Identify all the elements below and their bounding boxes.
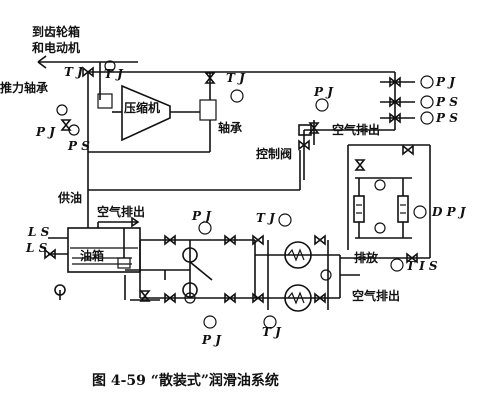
tag-tj-bottom: T J xyxy=(262,325,282,339)
filters xyxy=(353,178,409,238)
instrument-circles xyxy=(56,60,434,329)
figure-caption: 图 4-59 “散装式”润滑油系统 xyxy=(92,372,279,389)
label-oil-tank: 油箱 xyxy=(80,248,104,263)
label-bearing: 轴承 xyxy=(218,120,242,135)
tag-ps-left: P S xyxy=(67,139,90,153)
label-drain: 排放 xyxy=(354,250,379,265)
tag-pj-pump: P J xyxy=(191,209,212,223)
control-valve xyxy=(298,124,312,151)
valves xyxy=(44,66,418,304)
tag-ps-right-2: P S xyxy=(435,111,458,125)
label-compressor: 压缩机 xyxy=(124,100,160,115)
tag-tj-cooler: T J xyxy=(256,211,276,225)
tag-pj-top: P J xyxy=(313,85,334,99)
label-control-valve: 控制阀 xyxy=(256,146,292,161)
level-switches xyxy=(48,237,68,255)
label-air-vent-bottom: 空气排出 xyxy=(352,288,400,303)
instrument-tags: T J T J T J P J P J P S P J P S P S L S … xyxy=(25,65,467,347)
tag-ls-1: L S xyxy=(27,225,50,239)
coolers xyxy=(284,241,312,312)
label-to-gearbox-motor-2: 和电动机 xyxy=(31,40,80,55)
tag-pj-bottom: P J xyxy=(201,333,222,347)
oil-tank xyxy=(54,216,141,296)
label-air-vent-top: 空气排出 xyxy=(332,122,380,137)
tag-ls-2: L S xyxy=(25,241,48,255)
label-thrust-bearing: 推力轴承 xyxy=(0,80,48,95)
tag-dpj: D P J xyxy=(431,205,467,219)
compressor xyxy=(97,84,217,142)
tag-tj-2: T J xyxy=(104,67,124,81)
tag-tis: T I S xyxy=(406,259,438,273)
pumps xyxy=(182,247,213,298)
label-oil-supply: 供油 xyxy=(57,190,82,205)
tag-pj-right: P J xyxy=(435,75,456,89)
text-labels: 到齿轮箱 和电动机 推力轴承 压缩机 轴承 控制阀 空气排出 供油 空气排出 油… xyxy=(0,24,400,303)
label-air-vent-tank: 空气排出 xyxy=(97,204,145,219)
tag-tj-1: T J xyxy=(64,65,84,79)
tag-pj-left: P J xyxy=(35,125,56,139)
tag-ps-right-1: P S xyxy=(435,95,458,109)
label-to-gearbox-motor-1: 到齿轮箱 xyxy=(32,24,80,39)
tag-tj-3: T J xyxy=(226,71,246,85)
